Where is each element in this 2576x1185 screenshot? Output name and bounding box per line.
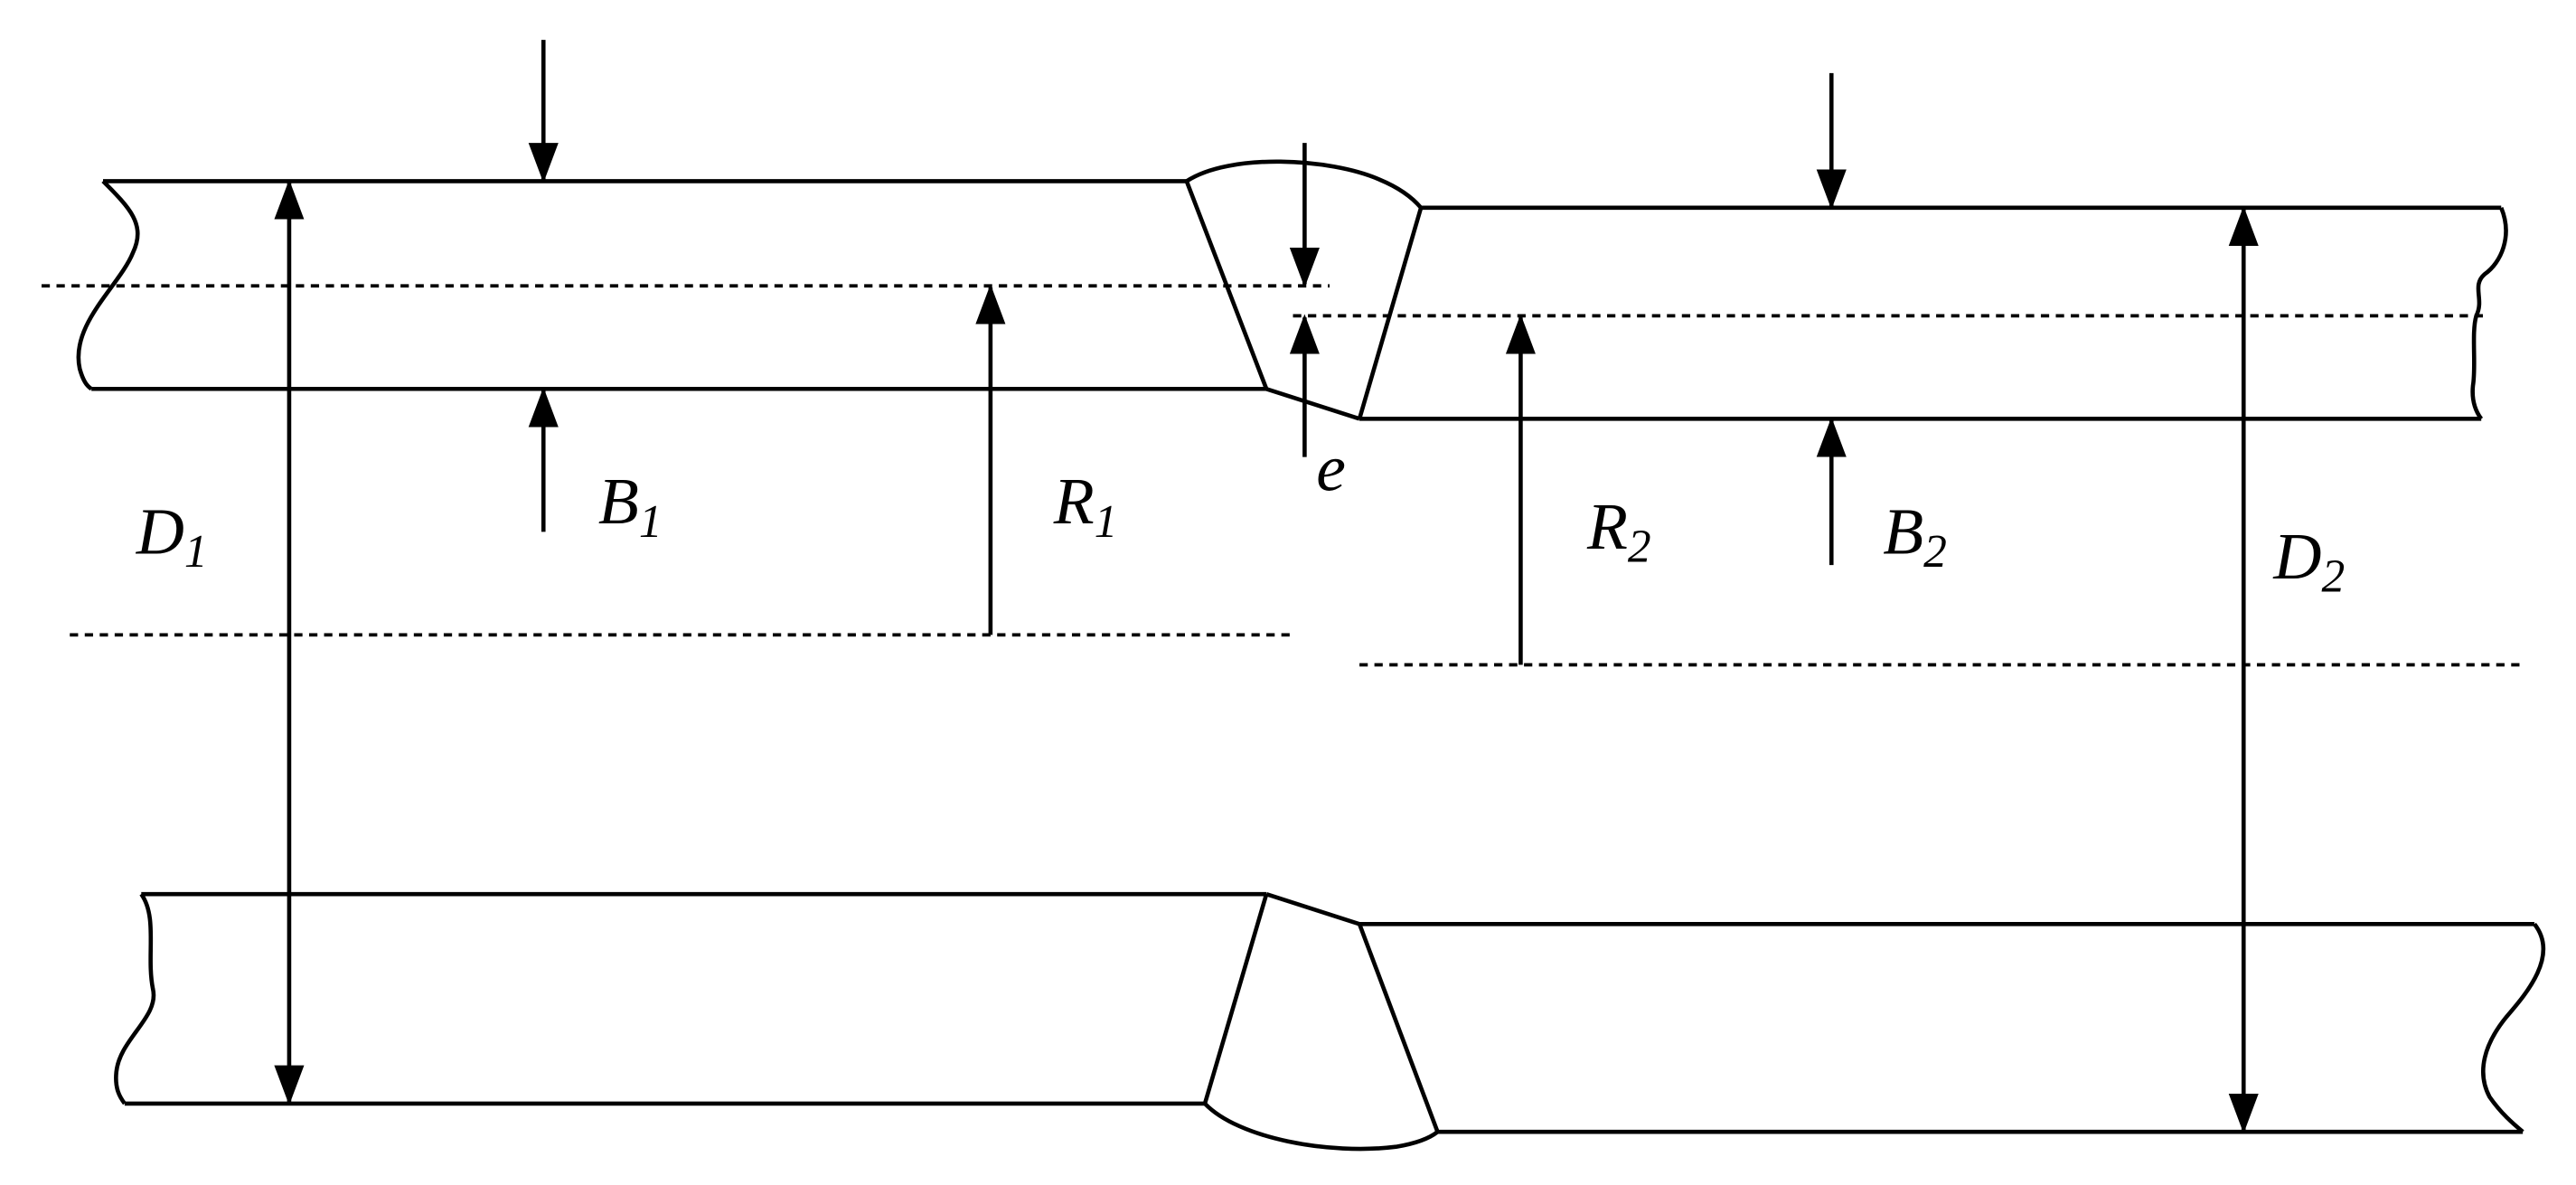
label-r1: R1 [1053, 464, 1118, 548]
right-pipe-lower-wall [1357, 922, 2546, 1134]
weld-root-bottom [1265, 892, 1360, 926]
right-pipe-upper-wall [1357, 205, 2508, 421]
label-d2: D2 [2272, 519, 2345, 603]
label-d1: D1 [136, 494, 208, 578]
weld-root-top [1265, 387, 1360, 421]
label-r2: R2 [1586, 489, 1651, 573]
label-e: e [1316, 430, 1346, 504]
weld-cap-top [1185, 159, 1423, 210]
label-b1: B1 [598, 464, 663, 548]
label-b2: B2 [1883, 494, 1947, 578]
weld-cap-bottom [1203, 1102, 1439, 1152]
left-pipe-lower-wall [114, 891, 1269, 1106]
